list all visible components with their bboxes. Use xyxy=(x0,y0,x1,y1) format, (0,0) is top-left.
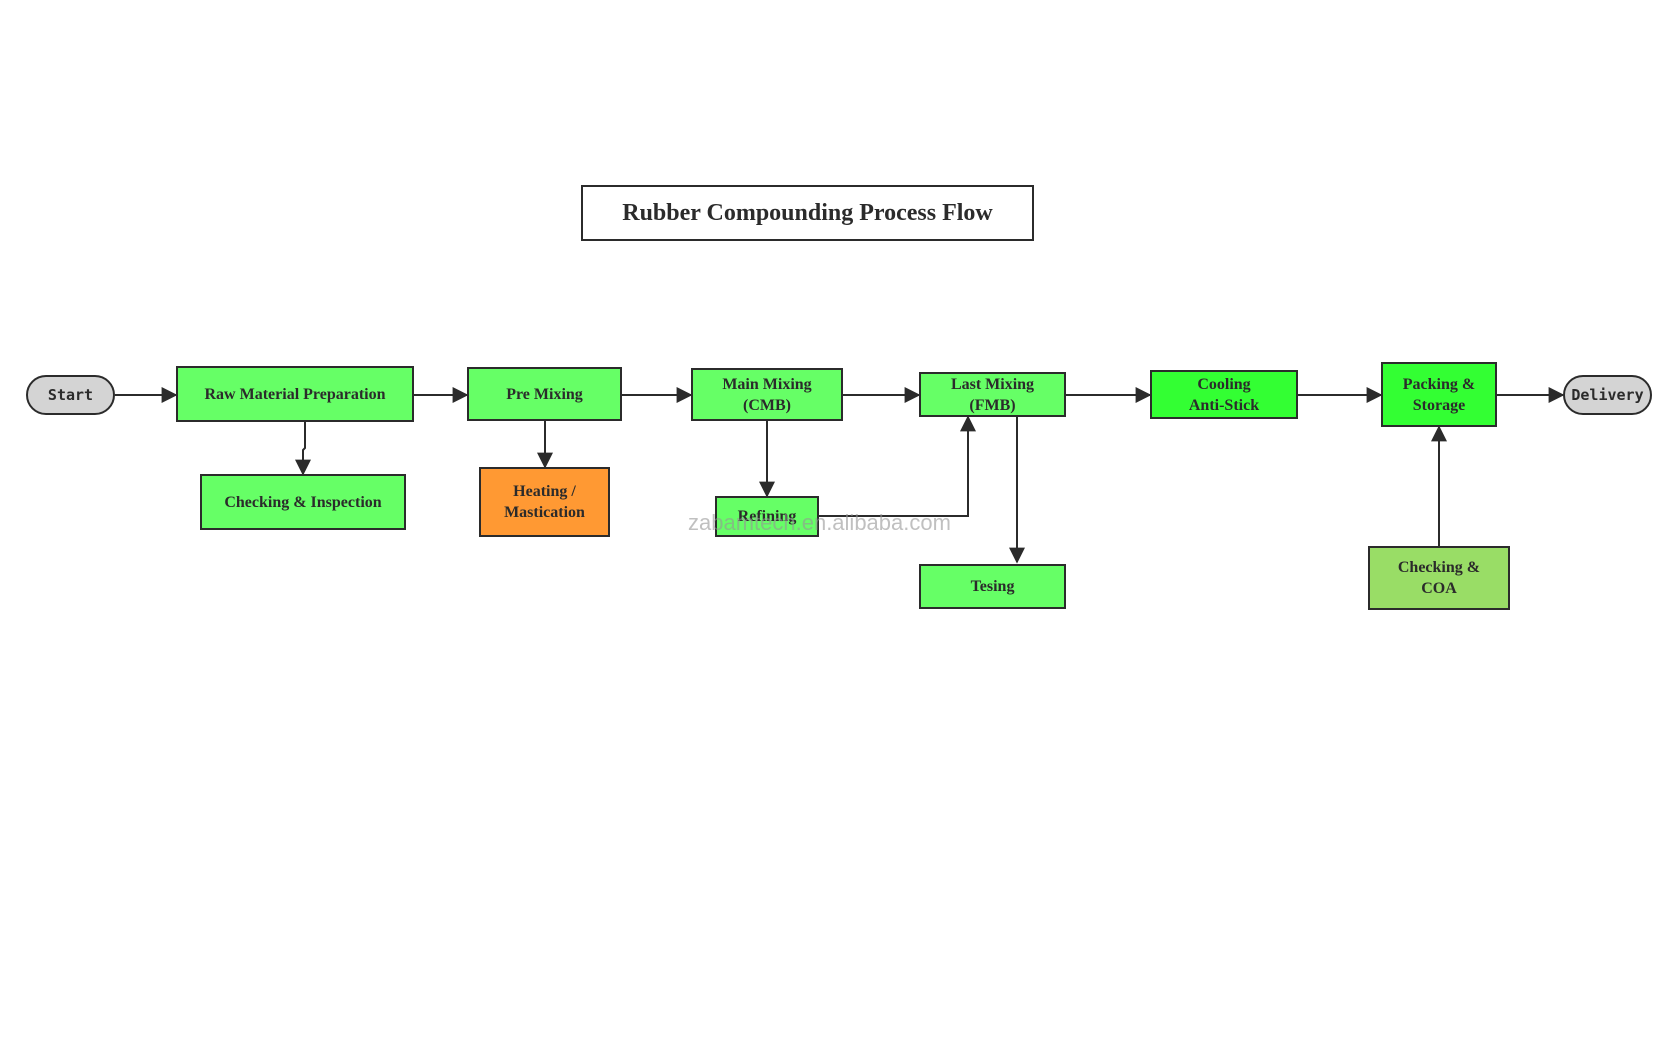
watermark: zabamtech.en.alibaba.com xyxy=(688,510,951,535)
node-refining: Refining xyxy=(715,496,819,537)
node-heating: Heating / Mastication xyxy=(479,467,610,537)
diagram-title: Rubber Compounding Process Flow xyxy=(581,185,1034,241)
node-testing: Tesing xyxy=(919,564,1066,609)
node-main-mixing: Main Mixing (CMB) xyxy=(691,368,843,421)
node-cooling: Cooling Anti-Stick xyxy=(1150,370,1298,419)
edge-raw-material-to-checking-inspection xyxy=(295,422,311,476)
node-raw-material: Raw Material Preparation xyxy=(176,366,414,422)
node-last-mixing: Last Mixing (FMB) xyxy=(919,372,1066,417)
node-start: Start xyxy=(26,375,115,415)
node-delivery: Delivery xyxy=(1563,375,1652,415)
node-checking-inspection: Checking & Inspection xyxy=(200,474,406,530)
node-packing: Packing & Storage xyxy=(1381,362,1497,427)
node-pre-mixing: Pre Mixing xyxy=(467,367,622,421)
edge-refining-to-last-mixing xyxy=(819,415,976,517)
node-checking-coa: Checking & COA xyxy=(1368,546,1510,610)
